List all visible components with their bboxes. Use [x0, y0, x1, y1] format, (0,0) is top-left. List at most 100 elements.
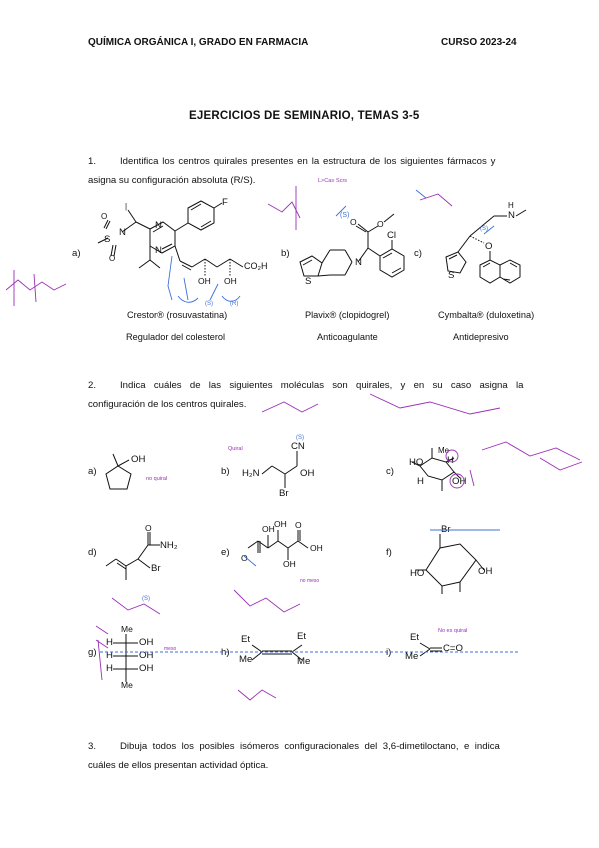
ink-note-2e: no meso	[300, 578, 320, 584]
q3-number: 3.	[88, 741, 97, 752]
q2-letter-g: g)	[88, 647, 97, 658]
cymbalta-S: S	[448, 270, 455, 281]
crestor-OH1: OH	[198, 276, 211, 286]
ink-note-2b: Quiral	[228, 446, 243, 452]
mol-2g-Me1: Me	[121, 624, 133, 634]
mol-2c-H2: H	[417, 476, 424, 487]
q2-line2: configuración de los centros quirales.	[88, 399, 247, 410]
mol-2i-Me: Me	[405, 651, 419, 662]
mol-2e-OH1: OH	[262, 524, 275, 534]
q2-letter-f: f)	[386, 547, 392, 558]
mol-2c-Me1: Me	[438, 446, 450, 455]
q2-letter-d: d)	[88, 547, 97, 558]
ink-note-2g: meso	[164, 646, 177, 652]
q2-number: 2.	[88, 380, 97, 391]
ink-note-1: L>Ca≡ Scrs	[318, 178, 348, 184]
q2-line1: Indica cuáles de las siguientes molécula…	[120, 380, 524, 391]
mol-2b-CN: CN	[291, 441, 305, 452]
mol-2g-OH1: OH	[139, 637, 154, 648]
crestor-O2: O	[109, 254, 116, 263]
ink-s-2b: (S)	[296, 435, 304, 441]
q3-line2: cuáles de ellos presentan actividad ópti…	[88, 760, 269, 771]
crestor-S: S	[104, 234, 111, 245]
mol-2g-OH2: OH	[139, 650, 154, 661]
cymbalta-O: O	[485, 241, 493, 252]
ink-s-b: (S)	[340, 212, 350, 219]
mol-2g-H2: H	[106, 650, 113, 661]
mol-2d-Br: Br	[151, 563, 161, 574]
plavix-O2: O	[377, 219, 384, 229]
mol-2e-OH4: OH	[310, 543, 323, 553]
q2-letter-i: i)	[386, 647, 392, 658]
mol-2b-H2N: H₂N	[242, 468, 260, 479]
cymbalta-use: Antidepresivo	[453, 332, 509, 342]
mol-2a-OH: OH	[131, 454, 146, 465]
crestor-N2: N	[155, 245, 162, 256]
q2-letter-e: e)	[221, 547, 230, 558]
q1-letter-c: c)	[414, 248, 422, 259]
ink-s-2d: (S)	[142, 596, 150, 602]
cymbalta-name: Cymbalta® (duloxetina)	[438, 310, 535, 320]
mol-2h-Et1: Et	[241, 634, 251, 645]
plavix-N: N	[355, 257, 362, 268]
mol-2c-OH: OH	[452, 476, 467, 487]
mol-2b-Br: Br	[279, 488, 289, 499]
plavix-name: Plavix® (clopidogrel)	[305, 310, 390, 320]
ink-note-2i: No es quiral	[438, 628, 468, 634]
mol-2e-O2: O	[295, 520, 302, 530]
mol-2g-H3: H	[106, 663, 113, 674]
q1-letter-b: b)	[281, 248, 290, 259]
ink-r-a2: (R)	[230, 301, 239, 307]
crestor-OH2: OH	[224, 276, 237, 286]
plavix-Cl: Cl	[387, 230, 397, 241]
mol-2c-H1: H	[447, 455, 454, 466]
q1-line1: Identifica los centros quirales presente…	[120, 156, 496, 167]
mol-2h-Et2: Et	[297, 631, 307, 642]
mol-2f-Br: Br	[441, 524, 451, 535]
mol-2h-Me1: Me	[239, 654, 253, 665]
mol-2c-HO: HO	[409, 457, 424, 468]
plavix-S: S	[305, 276, 312, 287]
header-course: QUÍMICA ORGÁNICA I, GRADO EN FARMACIA	[88, 37, 309, 48]
mol-2e-OH3: OH	[283, 559, 296, 569]
ink-s-c: (S)	[480, 226, 488, 232]
q1-line2: asigna su configuración absoluta (R/S).	[88, 175, 256, 186]
mol-2e-O1: O	[241, 553, 248, 563]
crestor-O1: O	[101, 212, 108, 221]
mol-2g-H1: H	[106, 637, 113, 648]
plavix-O1: O	[350, 217, 357, 227]
mol-2g-Me2: Me	[121, 680, 133, 690]
plavix-use: Anticoagulante	[317, 332, 378, 342]
mol-2d-NH2: NH₂	[160, 540, 178, 551]
crestor-N-methyl: |	[125, 202, 128, 211]
header-year: CURSO 2023-24	[441, 37, 517, 48]
ink-note-2a: no quiral	[146, 476, 168, 482]
mol-2e-OH2: OH	[274, 519, 287, 529]
crestor-CO2H: CO₂H	[244, 261, 268, 271]
q1-number: 1.	[88, 156, 97, 167]
q2-letter-h: h)	[221, 647, 230, 658]
crestor-F: F	[222, 197, 228, 208]
q3-line1: Dibuja todos los posibles isómeros confi…	[120, 741, 500, 752]
crestor-use: Regulador del colesterol	[126, 332, 226, 342]
q2-letter-a: a)	[88, 466, 97, 477]
cymbalta-NH: N	[508, 210, 515, 221]
crestor-N3: N	[119, 227, 126, 238]
mol-2i-CO: C=O	[443, 643, 463, 654]
mol-2d-O: O	[145, 523, 152, 533]
mol-2f-OH: OH	[478, 566, 493, 577]
page-title: EJERCICIOS DE SEMINARIO, TEMAS 3-5	[189, 110, 420, 122]
